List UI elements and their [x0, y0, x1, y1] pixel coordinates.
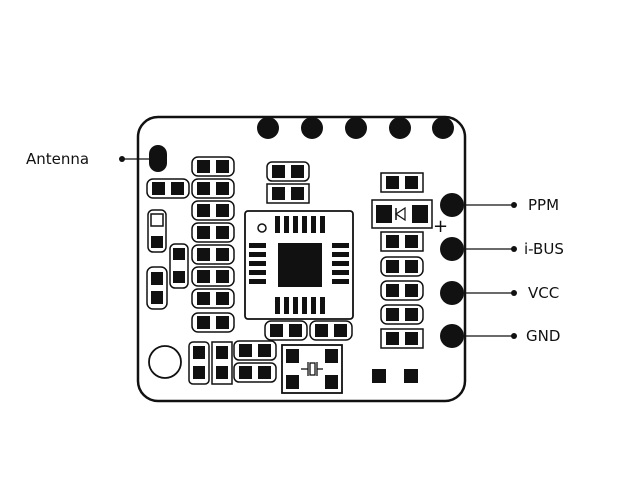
vcc-pin	[440, 281, 464, 305]
leader-lines	[119, 156, 517, 339]
right-component-column	[371, 172, 433, 349]
gnd-pin	[440, 324, 464, 348]
ibus-pin	[440, 237, 464, 261]
below-ic-components	[264, 320, 353, 341]
ppm-pin	[440, 193, 464, 217]
top-pin-row	[257, 117, 454, 139]
main-ic-chip	[244, 210, 354, 320]
left-component-column	[146, 156, 235, 333]
ppm-label: PPM	[528, 196, 559, 214]
ibus-label: i-BUS	[524, 240, 564, 258]
top-middle-components	[266, 161, 310, 204]
diode-component	[371, 199, 433, 229]
plus-marking: +	[433, 216, 448, 237]
antenna-label: Antenna	[26, 150, 89, 168]
bottom-square-pads	[372, 369, 418, 383]
vcc-label: VCC	[528, 284, 559, 302]
mounting-hole	[148, 345, 182, 379]
right-pin-row	[440, 193, 464, 348]
gnd-label: GND	[526, 327, 560, 345]
bottom-left-components	[188, 340, 277, 385]
antenna-pad	[149, 145, 167, 172]
crystal-oscillator	[281, 344, 343, 394]
